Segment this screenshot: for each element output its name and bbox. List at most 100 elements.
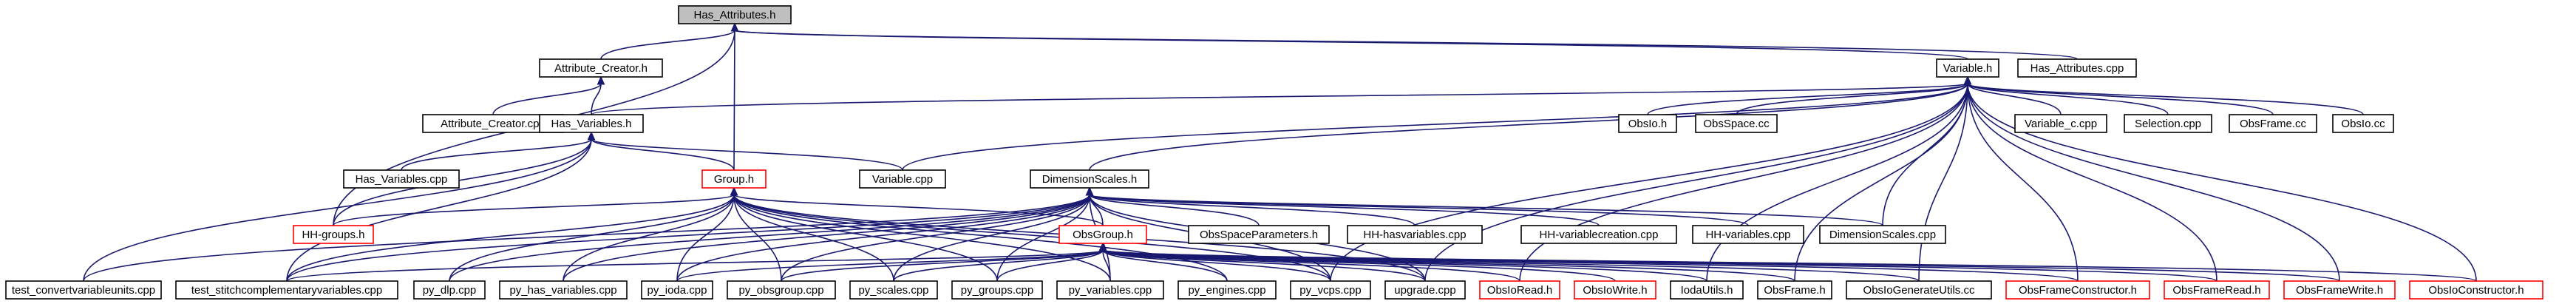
node-box[interactable] (2124, 114, 2212, 133)
edge-test_stitchcomplementaryvariables_cpp-to-group_h (286, 194, 735, 282)
node-label: ObsIo.cc (2341, 118, 2385, 130)
edge-py_ioda_cpp-to-dimensionscales_h (676, 194, 1090, 282)
node-obsio_h[interactable]: ObsIo.h (1618, 114, 1677, 133)
node-box[interactable] (859, 169, 946, 189)
node-box[interactable] (1670, 280, 1744, 300)
edge-attribute_creator_cpp-to-attribute_creator_h (492, 83, 602, 115)
node-variable_h[interactable]: Variable.h (1936, 58, 1999, 78)
node-hh_hasvariables_cpp[interactable]: HH-hasvariables.cpp (1347, 225, 1483, 244)
node-box[interactable] (2164, 280, 2270, 300)
node-iodautils_h[interactable]: IodaUtils.h (1670, 280, 1744, 300)
node-box[interactable] (5, 280, 162, 300)
node-hh_groups_h[interactable]: HH-groups.h (293, 225, 374, 244)
node-obsiogenerateutils_cc[interactable]: ObsIoGenerateUtils.cc (1846, 280, 1992, 300)
node-label: Attribute_Creator.cpp (441, 118, 546, 130)
node-obsioconstructor_h[interactable]: ObsIoConstructor.h (2409, 280, 2543, 300)
node-selection_cpp[interactable]: Selection.cpp (2124, 114, 2212, 133)
node-box[interactable] (849, 280, 938, 300)
node-group_h[interactable]: Group.h (701, 169, 767, 189)
node-test_stitchcomplementaryvariables_cpp[interactable]: test_stitchcomplementaryvariables.cpp (175, 280, 398, 300)
node-box[interactable] (293, 225, 374, 244)
node-upgrade_cpp[interactable]: upgrade.cpp (1384, 280, 1466, 300)
node-label: HH-variablecreation.cpp (1540, 229, 1659, 241)
node-label: Attribute_Creator.h (554, 62, 648, 75)
node-box[interactable] (1479, 280, 1560, 300)
node-box[interactable] (678, 5, 792, 24)
node-has_variables_cpp[interactable]: Has_Variables.cpp (343, 169, 460, 189)
node-box[interactable] (727, 280, 836, 300)
node-attribute_creator_h[interactable]: Attribute_Creator.h (539, 58, 663, 78)
node-obsiowrite_h[interactable]: ObsIoWrite.h (1574, 280, 1656, 300)
node-box[interactable] (1692, 225, 1804, 244)
node-box[interactable] (2017, 58, 2137, 78)
node-obsioread_h[interactable]: ObsIoRead.h (1479, 280, 1560, 300)
node-box[interactable] (1384, 280, 1466, 300)
node-box[interactable] (1819, 225, 1946, 244)
node-py_obsgroup_cpp[interactable]: py_obsgroup.cpp (727, 280, 836, 300)
node-obsframe_h[interactable]: ObsFrame.h (1757, 280, 1832, 300)
node-obsspaceparameters_h[interactable]: ObsSpaceParameters.h (1188, 225, 1330, 244)
node-obsframe_cc[interactable]: ObsFrame.cc (2229, 114, 2317, 133)
node-box[interactable] (499, 280, 628, 300)
node-box[interactable] (2005, 280, 2150, 300)
node-box[interactable] (1058, 225, 1147, 244)
node-has_attributes_cpp[interactable]: Has_Attributes.cpp (2017, 58, 2137, 78)
node-box[interactable] (175, 280, 398, 300)
node-label: ObsFrame.cc (2240, 118, 2307, 130)
edge-py_vcps_cpp-to-obsgroup_h (1102, 249, 1331, 282)
node-box[interactable] (951, 280, 1043, 300)
node-box[interactable] (1520, 225, 1677, 244)
node-has_attributes_h[interactable]: Has_Attributes.h (678, 5, 792, 24)
node-variable_c_cpp[interactable]: Variable_c.cpp (2014, 114, 2107, 133)
node-box[interactable] (539, 114, 644, 133)
node-obsframewrite_h[interactable]: ObsFrameWrite.h (2283, 280, 2396, 300)
node-box[interactable] (343, 169, 460, 189)
node-py_scales_cpp[interactable]: py_scales.cpp (849, 280, 938, 300)
node-box[interactable] (1290, 280, 1371, 300)
node-py_groups_cpp[interactable]: py_groups.cpp (951, 280, 1043, 300)
node-box[interactable] (539, 58, 663, 78)
node-box[interactable] (1030, 169, 1149, 189)
node-box[interactable] (2332, 114, 2394, 133)
node-box[interactable] (1846, 280, 1992, 300)
node-py_ioda_cpp[interactable]: py_ioda.cpp (641, 280, 713, 300)
node-label: Variable.h (1943, 62, 1992, 75)
node-box[interactable] (1574, 280, 1656, 300)
edge-obsframeread_h-to-obsgroup_h (1102, 249, 2218, 282)
node-obsio_cc[interactable]: ObsIo.cc (2332, 114, 2394, 133)
node-box[interactable] (2014, 114, 2107, 133)
node-variable_cpp[interactable]: Variable.cpp (859, 169, 946, 189)
node-dimensionscales_h[interactable]: DimensionScales.h (1030, 169, 1149, 189)
node-box[interactable] (1695, 114, 1778, 133)
node-box[interactable] (1177, 280, 1277, 300)
node-has_variables_h[interactable]: Has_Variables.h (539, 114, 644, 133)
node-box[interactable] (1056, 280, 1164, 300)
node-box[interactable] (1188, 225, 1330, 244)
edge-py_engines_cpp-to-group_h (733, 194, 1228, 282)
node-box[interactable] (2283, 280, 2396, 300)
node-label: py_scales.cpp (858, 284, 928, 297)
node-box[interactable] (1618, 114, 1677, 133)
node-box[interactable] (1936, 58, 1999, 78)
node-box[interactable] (2409, 280, 2543, 300)
node-py_has_variables_cpp[interactable]: py_has_variables.cpp (499, 280, 628, 300)
node-obsframeconstructor_h[interactable]: ObsFrameConstructor.h (2005, 280, 2150, 300)
node-py_engines_cpp[interactable]: py_engines.cpp (1177, 280, 1277, 300)
node-py_variables_cpp[interactable]: py_variables.cpp (1056, 280, 1164, 300)
node-obsspace_cc[interactable]: ObsSpace.cc (1695, 114, 1778, 133)
node-box[interactable] (641, 280, 713, 300)
node-test_convertvariableunits_cpp[interactable]: test_convertvariableunits.cpp (5, 280, 162, 300)
node-box[interactable] (1757, 280, 1832, 300)
node-box[interactable] (413, 280, 486, 300)
node-obsframeread_h[interactable]: ObsFrameRead.h (2164, 280, 2270, 300)
node-py_vcps_cpp[interactable]: py_vcps.cpp (1290, 280, 1371, 300)
node-hh_variablecreation_cpp[interactable]: HH-variablecreation.cpp (1520, 225, 1677, 244)
node-box[interactable] (1347, 225, 1483, 244)
node-dimensionscales_cpp[interactable]: DimensionScales.cpp (1819, 225, 1946, 244)
node-obsgroup_h[interactable]: ObsGroup.h (1058, 225, 1147, 244)
node-py_dlp_cpp[interactable]: py_dlp.cpp (413, 280, 486, 300)
node-box[interactable] (2229, 114, 2317, 133)
node-hh_variables_cpp[interactable]: HH-variables.cpp (1692, 225, 1804, 244)
node-label: py_engines.cpp (1188, 284, 1265, 297)
node-box[interactable] (701, 169, 767, 189)
